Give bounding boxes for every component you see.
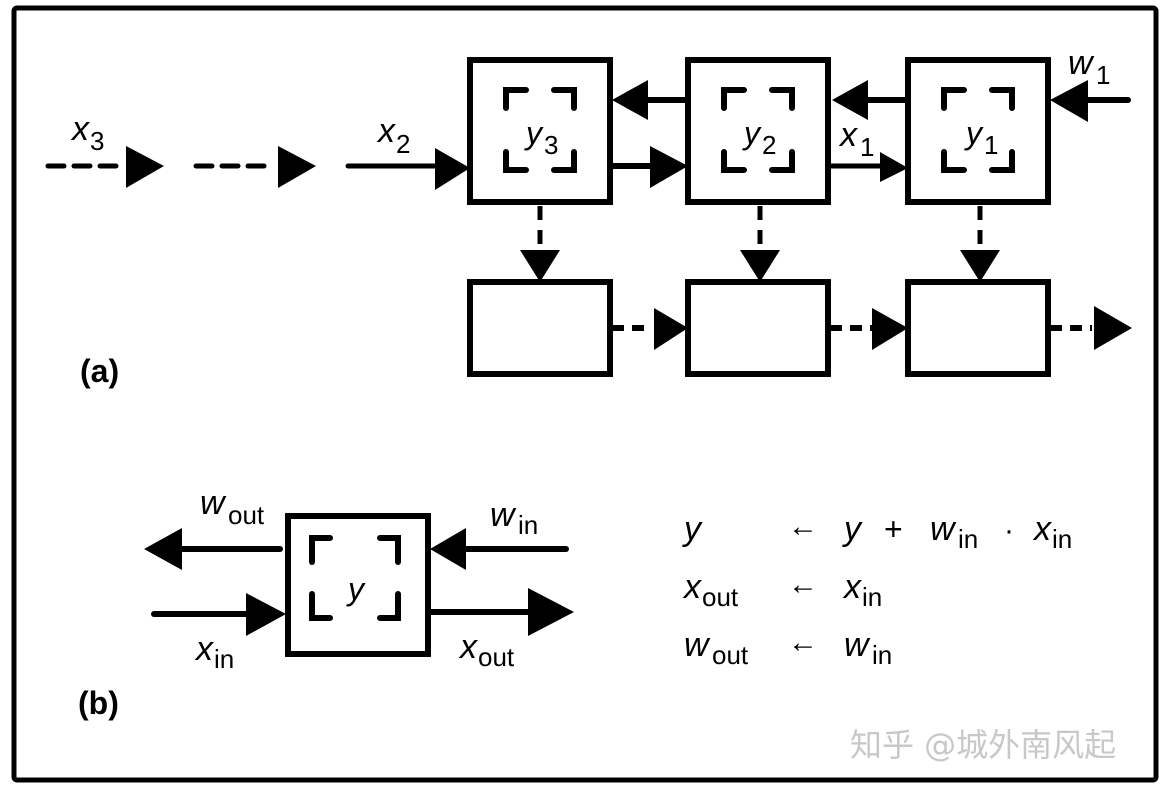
svg-text:·: · [1004,514,1014,547]
y3-output-arrow [520,206,560,282]
svg-text:y: y [964,115,984,151]
svg-text:y: y [742,115,762,151]
x2-label: x 2 [376,112,410,159]
svg-text:x: x [682,568,702,606]
svg-text:in: in [1052,524,1072,554]
svg-text:x: x [838,116,858,154]
svg-text:w: w [1068,44,1095,82]
svg-text:out: out [702,582,739,612]
x3-input-arrow [45,146,164,188]
shift-arrow-out [1050,306,1132,350]
svg-text:x: x [842,568,862,606]
svg-text:w: w [490,496,517,534]
svg-text:out: out [478,642,515,672]
svg-text:y: y [524,115,544,151]
panel-b-label: (b) [78,685,119,721]
x1-label: x 1 [838,116,874,162]
panel-a-label: (a) [80,353,119,389]
w-arrow-y2-to-y3 [612,80,688,120]
equation-y-update: y ← y + w in · x in [682,510,1072,554]
w1-label: w 1 [1068,44,1110,90]
svg-text:y: y [842,510,863,548]
x-arrow-y2-to-y1 [830,152,908,182]
svg-text:in: in [518,510,538,540]
svg-text:1: 1 [860,132,874,162]
svg-text:x: x [194,630,214,668]
x2-input-arrow [345,148,470,190]
svg-text:w: w [684,626,711,664]
x3-label: x 3 [70,110,104,156]
x-in-arrow [151,593,286,636]
panel-a: x 3 x 2 y 3 y 2 [45,44,1132,389]
svg-text:x: x [458,628,478,666]
y2-output-arrow [740,206,780,282]
w-in-arrow [430,528,569,570]
svg-text:y: y [346,571,366,607]
equation-w-out: w out ← w in [684,626,892,670]
y1-output-arrow [960,206,1000,282]
w-out-arrow [144,528,283,570]
output-box-3 [905,279,1051,377]
output-box-1 [467,279,613,377]
svg-text:x: x [1032,510,1052,548]
svg-text:←: ← [788,626,818,659]
w1-input-arrow [1050,80,1131,122]
svg-text:x: x [70,110,90,148]
x-out-arrow [427,588,574,636]
shift-arrow-2 [830,308,908,350]
svg-text:out: out [228,500,265,530]
svg-text:w: w [844,626,871,664]
svg-text:in: in [958,524,978,554]
svg-text:in: in [862,582,882,612]
svg-text:1: 1 [1096,60,1110,90]
cell-y1: y 1 [905,57,1051,205]
svg-text:3: 3 [544,130,558,160]
svg-text:w: w [200,484,227,522]
cell-y2: y 2 [685,57,831,205]
x-arrow-y3-to-y2 [612,146,688,188]
cell-y: y [285,513,431,657]
figure-frame [11,5,1159,783]
dashed-continuation-arrow [193,146,316,188]
svg-text:in: in [872,640,892,670]
w-in-label: w in [490,496,538,540]
svg-text:←: ← [788,510,818,543]
w-arrow-y1-to-y2 [832,80,908,120]
svg-text:3: 3 [90,126,104,156]
w-out-label: w out [200,484,265,530]
equation-x-out: x out ← x in [682,568,882,612]
svg-text:w: w [930,510,957,548]
svg-text:2: 2 [762,130,776,160]
svg-text:+: + [884,511,903,547]
output-box-2 [685,279,831,377]
svg-text:y: y [682,510,703,548]
panel-b: y w out w in x in [78,484,1072,721]
shift-arrow-1 [612,308,688,350]
x-in-label: x in [194,630,234,674]
svg-text:1: 1 [984,130,998,160]
svg-text:out: out [712,640,749,670]
svg-text:2: 2 [396,129,410,159]
cell-y3: y 3 [467,57,613,205]
svg-text:←: ← [788,568,818,601]
x-out-label: x out [458,628,515,672]
svg-text:x: x [376,112,396,150]
watermark: 知乎 @城外南风起 [850,726,1116,764]
svg-text:in: in [214,644,234,674]
